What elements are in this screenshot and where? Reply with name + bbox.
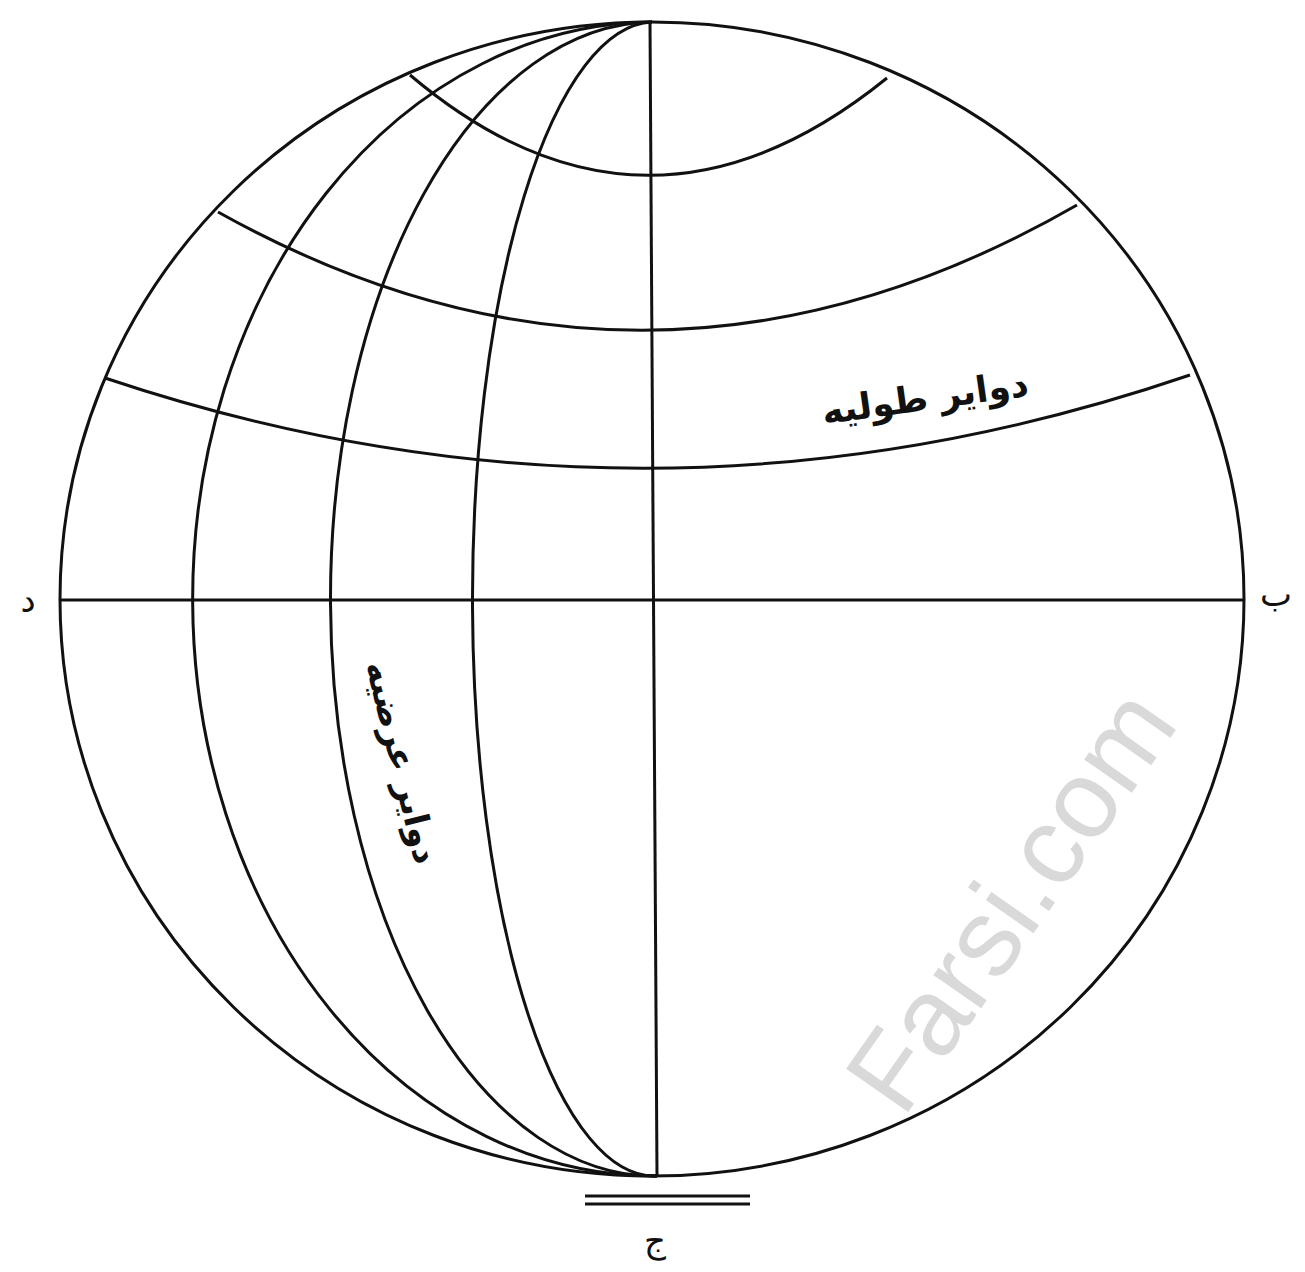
base-line: [585, 1203, 750, 1206]
meridians-label: دوایر عرضیه: [356, 652, 448, 871]
parallel-line: [218, 205, 1077, 330]
watermark: Farsi.com: [817, 664, 1202, 1135]
central-meridian: [650, 22, 657, 1176]
point-letter: د: [20, 580, 35, 621]
globe-outline: [60, 22, 1244, 1176]
meridian-line: [472, 22, 657, 1176]
point-letter: ج: [644, 1220, 666, 1261]
base-line: [585, 1195, 750, 1198]
parallels-label: دوایر طولیه: [815, 362, 1035, 435]
meridian-line: [330, 22, 657, 1176]
parallel-line: [410, 75, 887, 175]
point-letter: ب: [1260, 574, 1292, 615]
meridian-line: [193, 22, 657, 1176]
